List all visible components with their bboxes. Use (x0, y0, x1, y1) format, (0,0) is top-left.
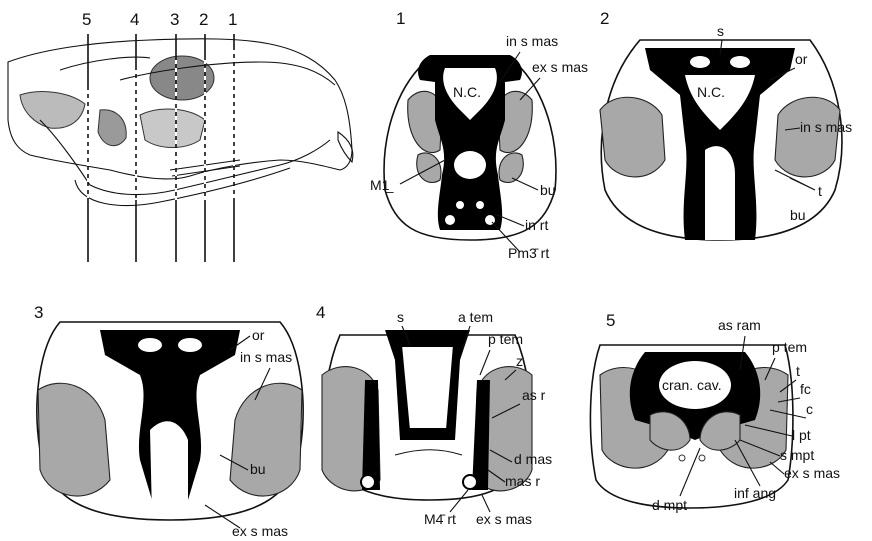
condyle-shade (98, 110, 126, 146)
section-3-label-bu: bu (250, 461, 266, 477)
section-5-label-d-mpt: d mpt (652, 497, 687, 513)
section-3-palate (150, 421, 188, 515)
section-4-label-as-r: as r (522, 387, 546, 403)
section-3-label-in-s-mas: in s mas (240, 349, 292, 365)
section-4-number: 4 (316, 303, 325, 322)
section-2-number: 2 (600, 9, 609, 28)
zygoma-shade (140, 109, 205, 148)
section-1-label-bu: bu (540, 182, 556, 198)
section-2-muscle-right (775, 97, 840, 177)
section-4-label-z: z (516, 353, 523, 369)
section-2-label-bu: bu (790, 207, 806, 223)
section-4-jaw-left (362, 380, 380, 490)
section-5-label-c: c (806, 401, 813, 417)
section-4-label-m4: M4̄ rt (424, 511, 456, 527)
section-1-label-nc: N.C. (453, 84, 481, 100)
section-5-label-as-ram: as ram (718, 317, 761, 333)
cut-number-5: 5 (82, 10, 91, 29)
section-5: 5 cran. cav. as ram p tem t fc c l pt s … (590, 311, 840, 513)
section-1-number: 1 (396, 9, 405, 28)
cut-number-3: 3 (170, 10, 179, 29)
skull-lateral-view (8, 39, 353, 206)
section-1-label-in-s-mas: in s mas (506, 33, 558, 49)
section-5-label-fc: fc (800, 381, 811, 397)
cut-number-2: 2 (199, 10, 208, 29)
section-1-root-left (445, 215, 455, 225)
section-4-label-p-tem: p tem (488, 331, 523, 347)
section-5-label-cran: cran. cav. (662, 377, 722, 393)
section-4: 4 s a tem p tem z as r d mas mas r M4̄ r… (316, 303, 552, 527)
section-2-label-nc: N.C. (697, 84, 725, 100)
section-3-number: 3 (34, 303, 43, 322)
section-5-label-t: t (796, 363, 800, 379)
section-3-label-ex-s-mas: ex s mas (232, 523, 288, 539)
section-4-label-ex-s-mas: ex s mas (476, 511, 532, 527)
cut-number-1: 1 (228, 10, 237, 29)
section-1-label-in-rt: in rt (525, 217, 548, 233)
section-2-label-in-s-mas: in s mas (800, 119, 852, 135)
section-2: 2 s or N.C. in s mas t bu (600, 9, 852, 240)
section-5-number: 5 (606, 311, 615, 330)
section-3: 3 or in s mas bu ex s mas (34, 303, 303, 539)
section-2-label-or: or (795, 51, 808, 67)
section-4-label-d-mas: d mas (514, 451, 552, 467)
section-2-label-s: s (717, 23, 724, 39)
section-5-label-inf-ang: inf ang (734, 485, 776, 501)
section-1-label-ex-s-mas: ex s mas (532, 59, 588, 75)
section-2-label-t: t (818, 183, 822, 199)
temporal-fossa-shade (20, 92, 85, 129)
section-4-label-s: s (397, 309, 404, 325)
section-5-label-p-tem: p tem (772, 339, 807, 355)
section-4-tooth-right (463, 475, 477, 489)
cut-number-4: 4 (130, 10, 139, 29)
section-1-label-pm3: Pm3̄ rt (508, 245, 549, 261)
section-4-skull-core (400, 345, 455, 430)
section-4-tooth-left (361, 475, 375, 489)
section-5-label-ex-s-mas: ex s mas (784, 465, 840, 481)
section-5-label-l-pt: l pt (792, 427, 811, 443)
section-2-palate (705, 146, 735, 240)
section-1-palate-hole (454, 151, 486, 179)
section-4-label-mas-r: mas r (505, 473, 540, 489)
section-4-label-a-tem: a tem (458, 309, 493, 325)
mandible-lower (75, 168, 290, 206)
section-3-label-or: or (252, 327, 265, 343)
section-1: 1 N.C. in s mas ex s mas M1̲ bu in rt Pm… (370, 9, 588, 261)
section-5-label-s-mpt: s mpt (780, 447, 814, 463)
section-2-muscle-left (600, 97, 665, 177)
